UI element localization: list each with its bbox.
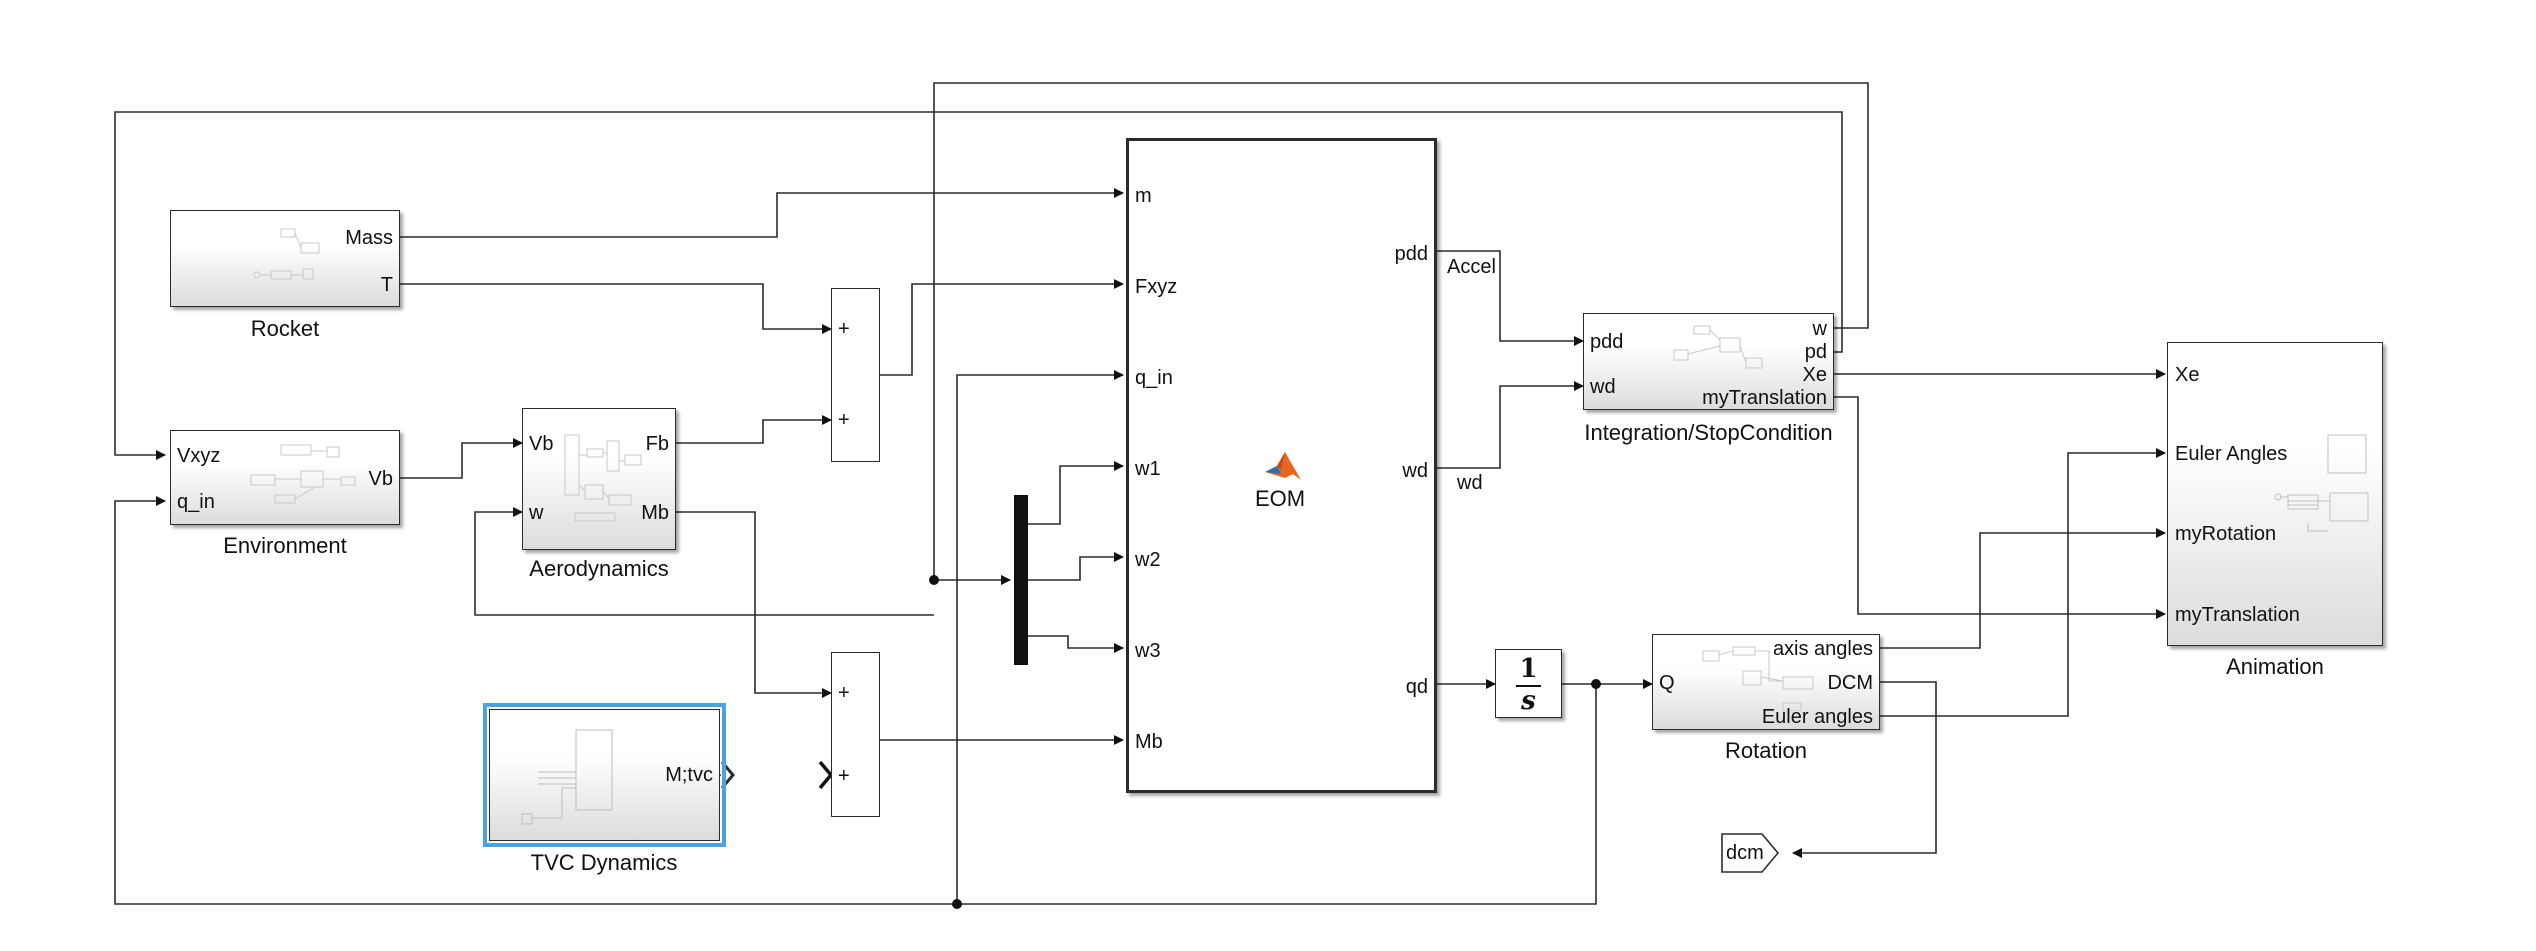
env-port-qin: q_in: [177, 491, 215, 513]
tvc-dynamics-block[interactable]: M;tvc: [483, 703, 726, 847]
integ-port-mytranslation: myTranslation: [1702, 387, 1827, 409]
animation-block[interactable]: Xe Euler Angles myRotation myTranslation: [2167, 342, 2383, 646]
anim-port-mytranslation: myTranslation: [2175, 604, 2300, 626]
eom-port-qd: qd: [1405, 676, 1428, 698]
line-q-to-eom: [956, 370, 1124, 904]
aero-port-fb: Fb: [645, 433, 669, 455]
environment-thumbnail: [250, 444, 356, 504]
eom-block[interactable]: m Fxyz q_in w1 w2 w3 Mb pdd wd qd EOM: [1126, 138, 1437, 793]
rocket-port-mass: Mass: [345, 227, 393, 249]
line-mytranslation: [1834, 396, 2166, 619]
matlab-logo-icon: [1265, 452, 1301, 480]
line-fxyz: [880, 279, 1124, 376]
line-thrust: [400, 283, 832, 334]
integ-port-xe: Xe: [1802, 364, 1827, 386]
aero-port-w: w: [529, 502, 544, 524]
rocket-block[interactable]: Mass T: [170, 210, 400, 307]
eom-port-mb: Mb: [1135, 731, 1163, 753]
eom-port-fxyz: Fxyz: [1135, 276, 1178, 298]
integrator-denominator: s: [1521, 686, 1536, 716]
aerodynamics-label: Aerodynamics: [529, 556, 669, 581]
eom-label: EOM: [1255, 486, 1306, 511]
rotation-block[interactable]: Q axis angles DCM Euler angles: [1652, 634, 1880, 730]
line-dcm: [1792, 681, 1937, 858]
integ-port-wd: wd: [1590, 376, 1616, 398]
aerodynamics-thumbnail: [564, 434, 642, 522]
anim-port-euler-angles: Euler Angles: [2175, 443, 2288, 465]
aero-port-vb: Vb: [529, 433, 554, 455]
rotation-label: Rotation: [1725, 738, 1807, 763]
line-fb: [676, 415, 832, 444]
line-q-feedback: [114, 496, 1597, 905]
integrator-block[interactable]: 1 s: [1495, 649, 1562, 718]
line-mb: [676, 511, 832, 698]
signal-wd: wd: [1457, 472, 1483, 494]
animation-thumbnail: [2274, 434, 2369, 532]
goto-dcm-shape: [1721, 833, 1780, 873]
line-w2: [1028, 552, 1124, 581]
eom-port-wd: wd: [1402, 460, 1428, 482]
rocket-thumbnail: [253, 228, 320, 280]
tvc-port-out: M;tvc: [665, 764, 713, 786]
eom-port-w2: w2: [1135, 549, 1161, 571]
aerodynamics-block[interactable]: Vb w Fb Mb: [522, 408, 676, 550]
rocket-label: Rocket: [250, 316, 320, 341]
tvc-label: TVC Dynamics: [530, 850, 678, 875]
line-w-feedback: [933, 82, 1869, 580]
integration-thumbnail: [1673, 325, 1763, 369]
line-pd: [114, 111, 1843, 460]
sum-force-sign-1: +: [838, 318, 850, 340]
sum-moment-sign-2: +: [838, 765, 850, 787]
integration-label: Integration/StopCondition: [1584, 420, 1833, 445]
mux-block[interactable]: [1014, 495, 1028, 665]
environment-block[interactable]: Vxyz q_in Vb: [170, 430, 400, 525]
line-w3: [1028, 635, 1124, 653]
line-mass: [400, 188, 1124, 238]
goto-dcm-tag[interactable]: dcm: [1726, 842, 1764, 864]
integ-port-w: w: [1812, 318, 1827, 340]
anim-port-xe: Xe: [2175, 364, 2200, 386]
eom-port-qin: q_in: [1135, 367, 1173, 389]
eom-port-m: m: [1135, 185, 1152, 207]
sum-moment-sign-1: +: [838, 682, 850, 704]
tvc-thumbnail: [521, 729, 613, 825]
rotation-port-euler-angles: Euler angles: [1761, 706, 1873, 728]
sum-force-block[interactable]: + +: [831, 288, 880, 462]
sum-moment-block[interactable]: + +: [831, 652, 880, 817]
tvc-out-chevron: [720, 761, 735, 789]
rotation-thumbnail: [1702, 646, 1814, 711]
sum2-in-chevron: [818, 760, 834, 790]
eom-port-w1: w1: [1135, 458, 1161, 480]
line-w1: [1028, 461, 1124, 525]
env-port-vxyz: Vxyz: [177, 445, 221, 467]
eom-port-w3: w3: [1135, 640, 1161, 662]
anim-port-myrotation: myRotation: [2175, 523, 2277, 545]
rotation-port-axis-angles: axis angles: [1772, 638, 1873, 660]
rotation-port-dcm: DCM: [1827, 672, 1873, 694]
eom-port-pdd: pdd: [1394, 243, 1428, 265]
line-pdd: [1437, 250, 1584, 346]
integration-block[interactable]: pdd wd w pd Xe myTranslation: [1583, 313, 1834, 410]
line-euler: [1880, 448, 2166, 717]
rotation-port-q: Q: [1659, 672, 1675, 694]
animation-label: Animation: [2226, 654, 2324, 679]
line-w-to-aero: [474, 507, 934, 616]
signal-accel: Accel: [1447, 256, 1496, 278]
integ-port-pdd: pdd: [1590, 331, 1624, 353]
integrator-fraction-bar: [1516, 685, 1541, 687]
aero-port-mb: Mb: [641, 502, 669, 524]
line-wd: [1437, 381, 1584, 469]
sum-force-sign-2: +: [838, 409, 850, 431]
environment-label: Environment: [223, 533, 347, 558]
integrator-numerator: 1: [1519, 654, 1538, 684]
env-port-vb: Vb: [368, 468, 393, 490]
line-axis-angles: [1880, 528, 2166, 649]
integ-port-pd: pd: [1804, 341, 1827, 363]
line-vb: [400, 438, 523, 479]
rocket-port-t: T: [380, 274, 393, 296]
